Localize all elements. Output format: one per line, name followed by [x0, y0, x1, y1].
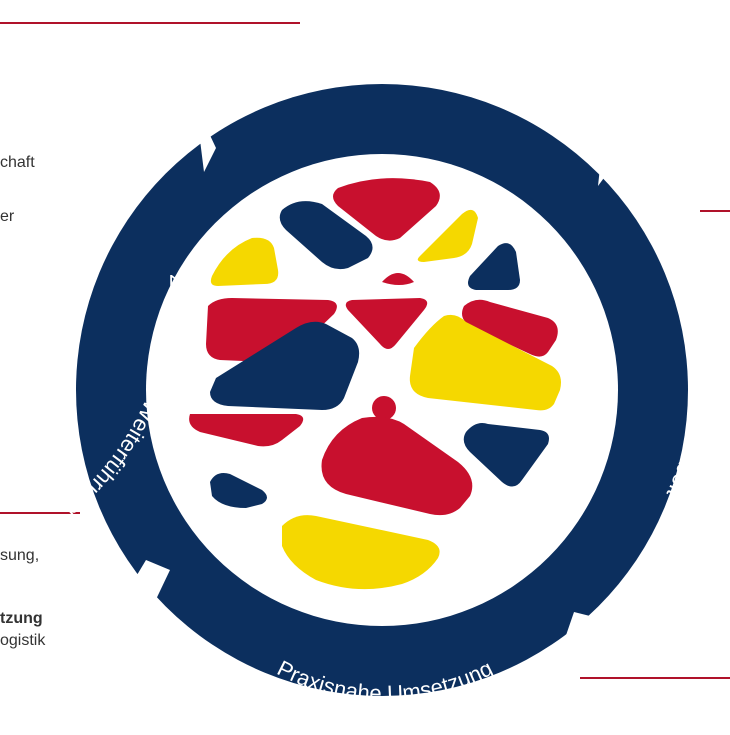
logo-shard-yellow-top-right [417, 209, 478, 262]
logo-shard-navy-right [468, 243, 520, 290]
gap-bottom-left [128, 560, 170, 612]
logo-shard-navy-bottom-left [210, 473, 267, 508]
logo-shard-navy-top-left [279, 201, 373, 270]
logo-shard-yellow-bottom [282, 515, 440, 590]
rule-left-lower [0, 512, 80, 514]
gap-top-right [598, 84, 636, 186]
logo-shard-red-center [345, 298, 428, 349]
logo-shard-red-lower-left [189, 414, 304, 447]
logo-shard-red-right [462, 299, 558, 357]
text-fragment-er: er [0, 208, 15, 225]
rule-top [0, 22, 300, 24]
logo-shard-navy-center-left [210, 321, 360, 410]
logo-shard-navy-lower-right [463, 423, 549, 487]
label-proaktiver-prozess: Proaktiver Prozess [288, 39, 483, 84]
logo-shard-yellow-left [210, 237, 279, 286]
logo-shard-red-dot [372, 396, 396, 420]
gap-bottom-right [552, 612, 606, 676]
text-fragment-tzung: tzung [0, 610, 43, 627]
logo-shard-yellow-center-right [409, 314, 561, 411]
text-fragment-sung: sung, [0, 547, 39, 565]
rule-right-upper [700, 210, 730, 212]
logo-shard-red-center-small [382, 273, 414, 285]
ring-gaps [128, 80, 636, 676]
text-fragment-chaft: chaft [0, 154, 35, 171]
logo-shard-red-top [333, 178, 440, 241]
logo-shard-red-lower-center [321, 416, 473, 516]
logo-shard-red-left [206, 298, 337, 363]
gap-top-left [184, 80, 216, 172]
text-fragment-sung-tail: , [34, 547, 40, 564]
text-fragment-ogistik: ogistik [0, 632, 46, 649]
rule-bottom-right [580, 677, 730, 679]
center-logo [189, 178, 561, 590]
text-fragment-sung-bold: sung [0, 547, 35, 564]
